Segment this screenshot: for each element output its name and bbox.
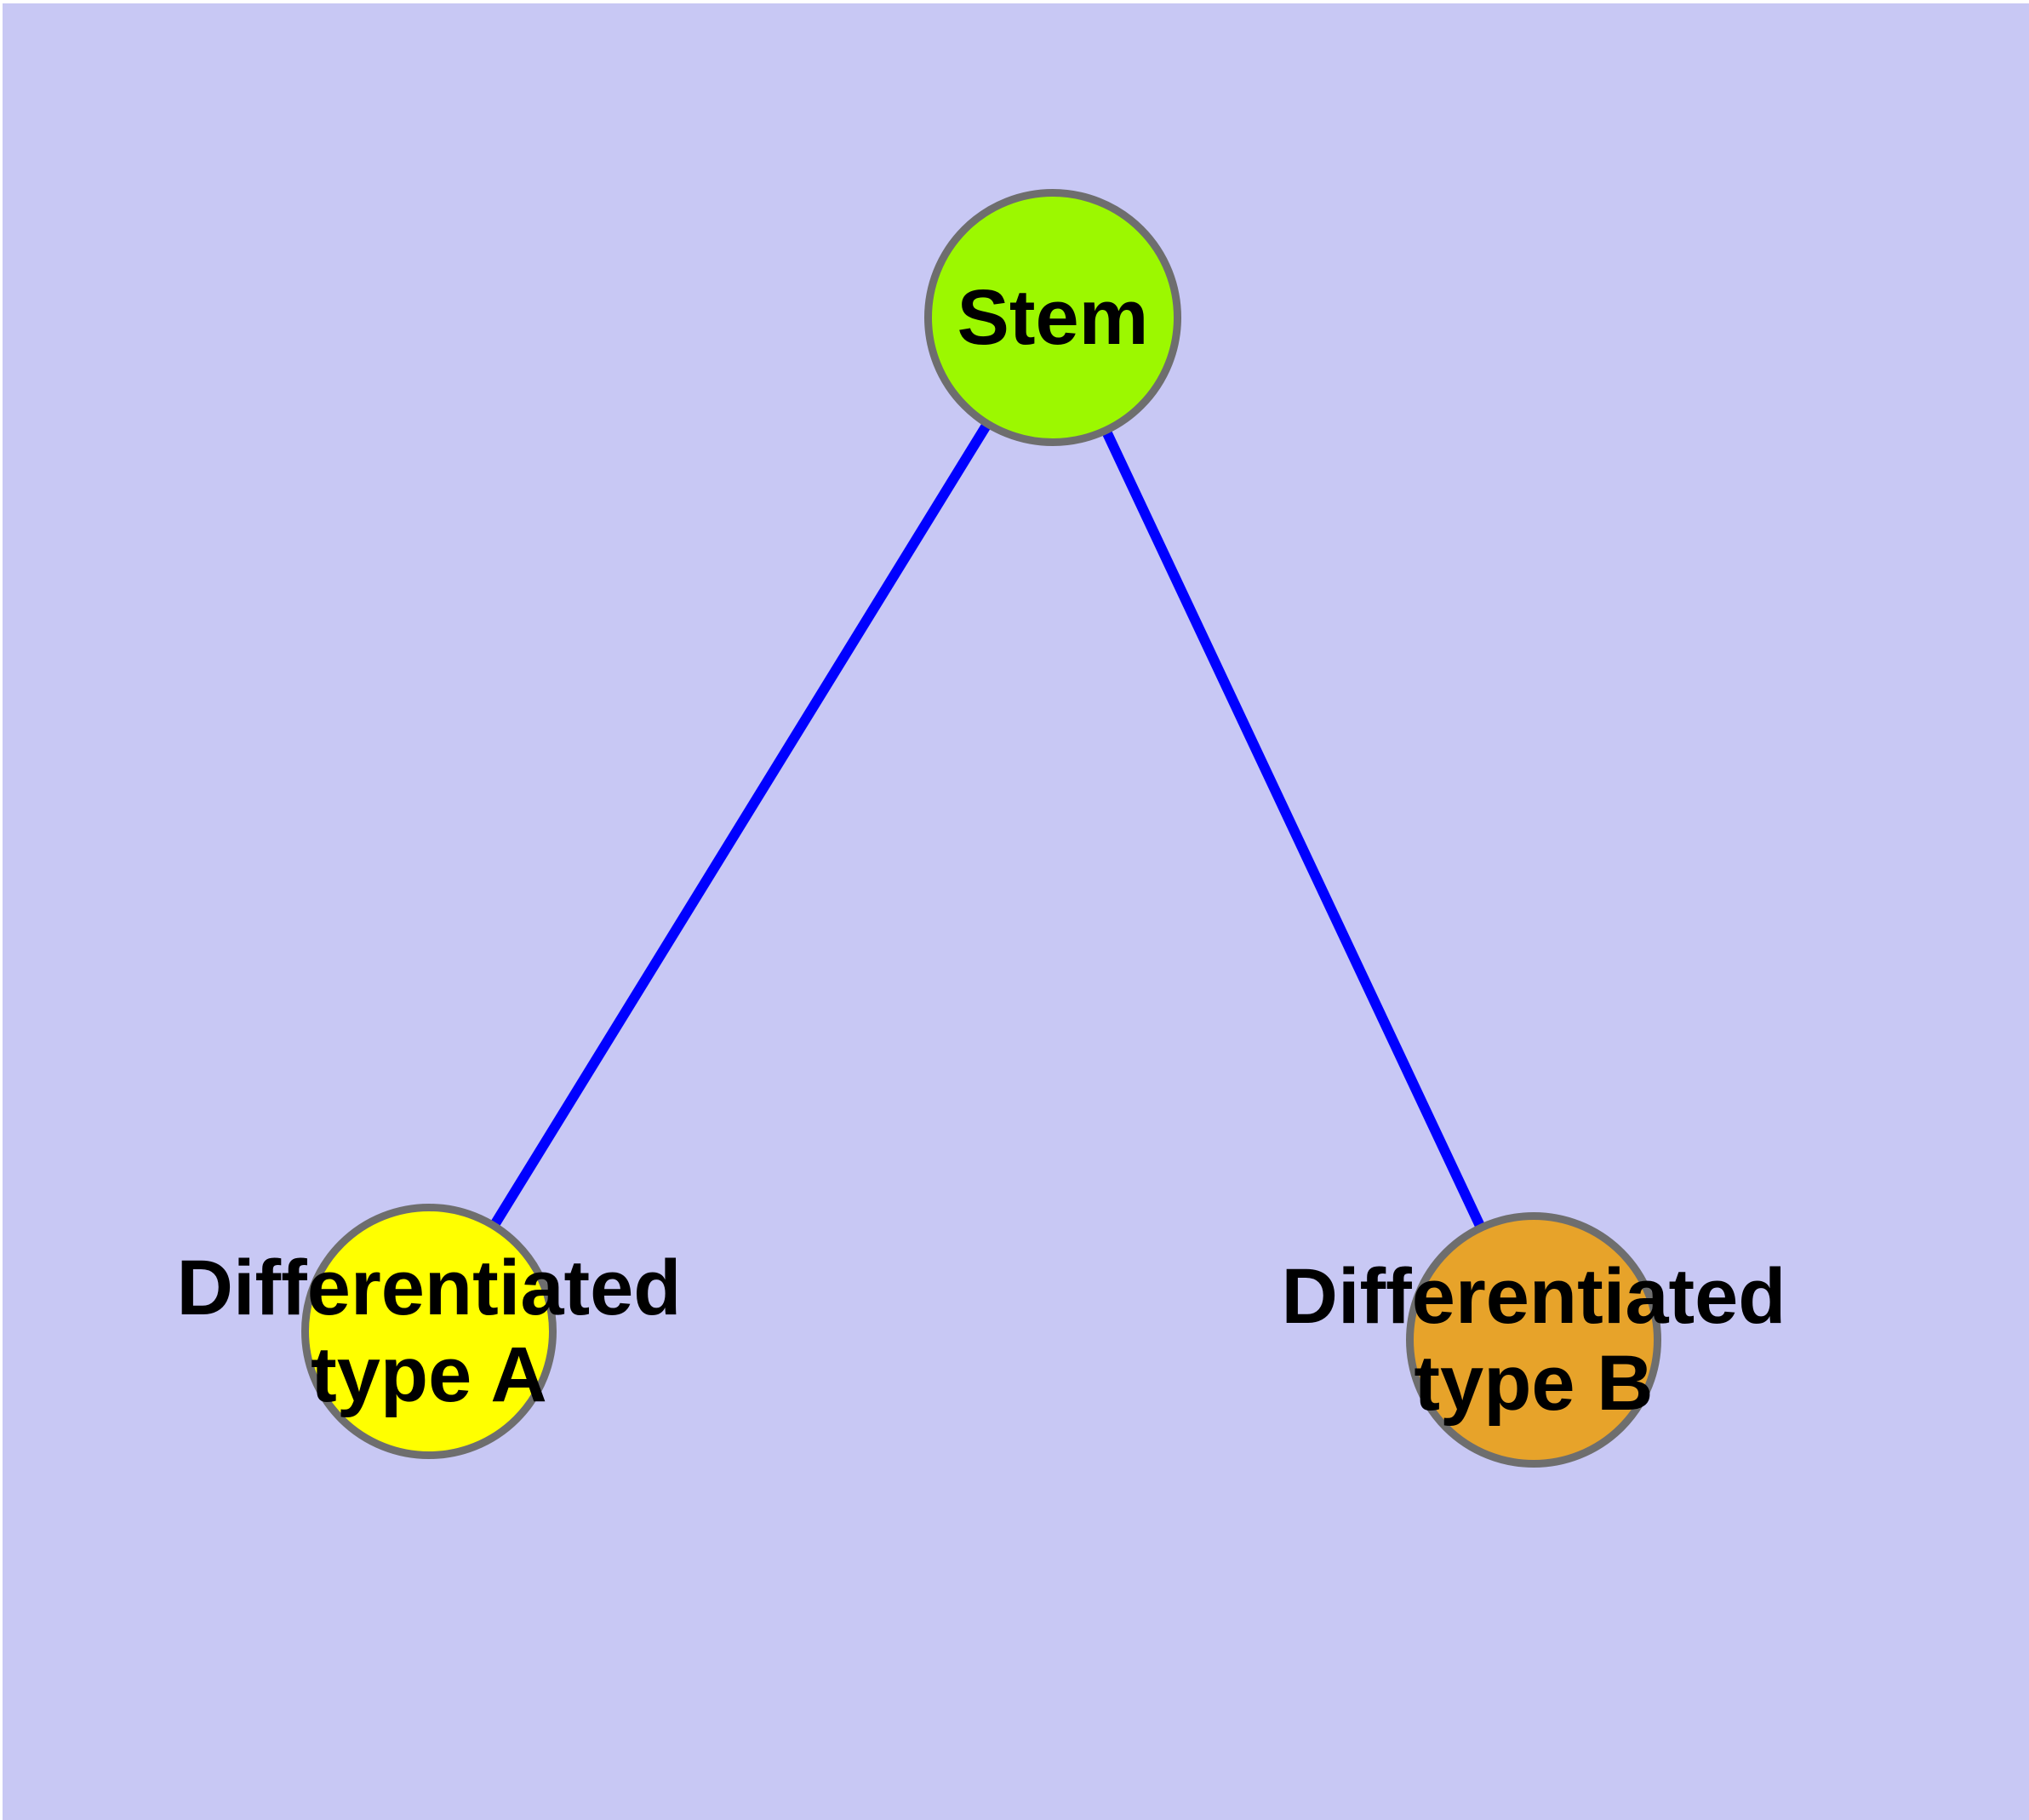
node-stem: Stem — [924, 189, 1181, 446]
node-label-type-a: Differentiated type A — [176, 1245, 682, 1418]
edge-stem-type-b — [1048, 315, 1539, 1342]
node-label-stem: Stem — [957, 274, 1149, 361]
node-type-a: Differentiated type A — [177, 1204, 681, 1459]
edge-stem-type-a — [424, 314, 1058, 1335]
node-type-b: Differentiated type B — [1282, 1212, 1786, 1468]
node-label-type-b: Differentiated type B — [1281, 1253, 1786, 1427]
